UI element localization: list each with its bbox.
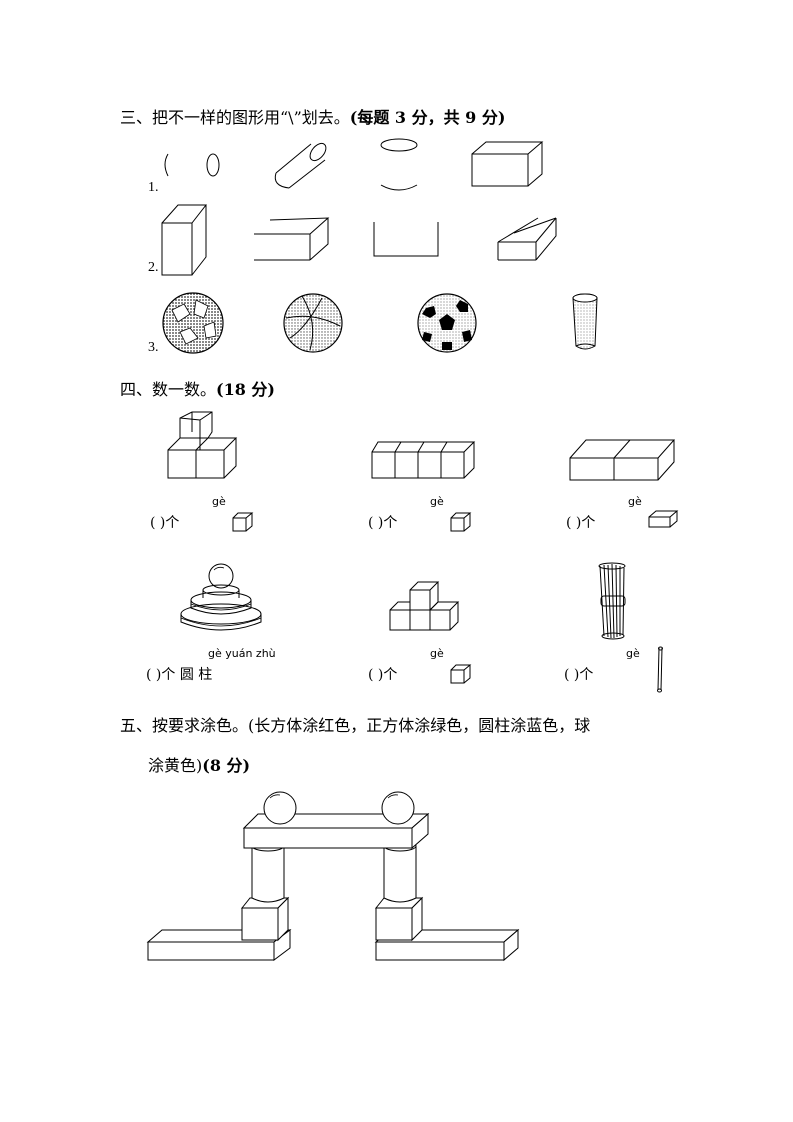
row2-open-cuboid-figure[interactable] [252, 214, 330, 264]
pinyin-2: gè [430, 495, 444, 508]
section3-score: (每题 3 分，共 9 分) [349, 108, 506, 127]
count-sticks-figure [594, 562, 628, 642]
section5-heading-line2: 涂黄色)(8 分) [148, 752, 250, 776]
section4-title: 四、数一数。 [120, 380, 217, 399]
row1-cylinder-ends-figure[interactable] [160, 152, 230, 182]
row1-tilted-cylinder-figure[interactable] [270, 140, 332, 192]
row3-soccer-ball-figure[interactable] [416, 292, 478, 354]
pinyin-5: gè [430, 647, 444, 660]
cuboid-icon [648, 510, 678, 528]
row2-long-cuboid-figure[interactable] [494, 214, 564, 264]
answer-blank-2[interactable]: ( )个 [368, 515, 398, 531]
answer-blank-1[interactable]: ( )个 [150, 515, 180, 531]
count-cubes-figure-1 [166, 410, 242, 482]
row-2-number: 2. [148, 260, 159, 275]
pinyin-4: gè yuán zhù [208, 647, 276, 660]
stick-icon [652, 646, 666, 694]
cube-icon [232, 512, 254, 532]
row3-basketball-figure[interactable] [282, 292, 344, 354]
pinyin-3: gè [628, 495, 642, 508]
count-cylinders-figure [178, 560, 264, 634]
answer-blank-3[interactable]: ( )个 [566, 515, 596, 531]
cube-icon [450, 664, 472, 684]
answer-blank-5[interactable]: ( )个 [368, 667, 398, 683]
pinyin-1: gè [212, 495, 226, 508]
answer-blank-4[interactable]: ( )个 圆 柱 [146, 667, 213, 683]
count-cubes-figure-5 [388, 578, 468, 634]
row3-patterned-ball-figure[interactable] [160, 290, 226, 356]
section3-heading: 三、把不一样的图形用“\”划去。(每题 3 分，共 9 分) [120, 104, 505, 128]
section3-title: 三、把不一样的图形用“\”划去。 [120, 108, 350, 127]
row3-glass-figure[interactable] [568, 292, 604, 354]
cube-icon [450, 512, 472, 532]
section5-score: (8 分) [202, 756, 251, 775]
section5-heading-line1: 五、按要求涂色。(长方体涂红色，正方体涂绿色，圆柱涂蓝色，球 [120, 716, 591, 735]
section4-score: (18 分) [216, 380, 275, 399]
section4-heading: 四、数一数。(18 分) [120, 376, 275, 400]
pinyin-6: gè [626, 647, 640, 660]
count-cubes-figure-2 [368, 440, 480, 482]
row-1-number: 1. [148, 180, 159, 195]
count-cubes-figure-3 [568, 438, 676, 482]
row1-cuboid-figure[interactable] [470, 140, 546, 190]
section5-title-line2: 涂黄色) [148, 756, 203, 775]
coloring-structure-figure[interactable] [146, 788, 524, 962]
answer-blank-6[interactable]: ( )个 [564, 667, 594, 683]
row2-open-box-figure[interactable] [370, 220, 442, 260]
row-3-number: 3. [148, 340, 159, 355]
row2-tall-cuboid-figure[interactable] [160, 203, 208, 277]
row1-cylinder-figure[interactable] [378, 137, 422, 197]
